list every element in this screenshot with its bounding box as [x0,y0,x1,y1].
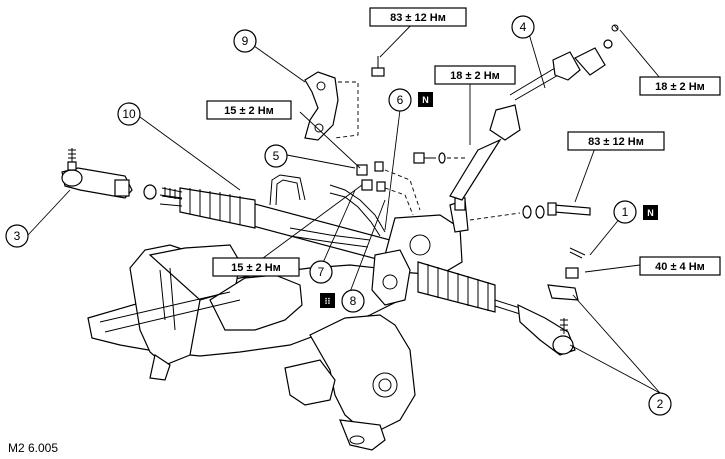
torque-label-15-lower: 15 ± 2 Нм [212,257,300,277]
callout-5: 5 [264,144,288,168]
svg-text:⁝⁝: ⁝⁝ [325,296,331,306]
clamp-bracket [304,71,359,141]
bolt-top [371,56,385,77]
svg-text:4: 4 [520,20,527,34]
svg-text:3: 3 [14,229,21,243]
torque-83-right-text: 83 ± 12 Нм [588,136,644,148]
torque-18-right-text: 18 ± 2 Нм [655,81,705,93]
torque-label-18-right: 18 ± 2 Нм [639,76,721,96]
callout-8: 8 [341,289,365,313]
left-tie-rod-end [61,148,183,200]
svg-text:9: 9 [242,34,249,48]
svg-text:10: 10 [122,107,136,121]
callout-1: 1 [613,200,637,224]
hose-nuts [356,161,421,216]
left-bellows [179,187,256,229]
callout-6: 6 [388,88,412,112]
callout-2: 2 [648,392,672,416]
right-tie-rod-end [517,303,576,356]
svg-text:N: N [647,208,654,218]
callout-4: 4 [511,15,535,39]
svg-text:2: 2 [657,397,664,411]
svg-text:8: 8 [350,294,357,308]
intermediate-shaft [449,24,619,201]
callout-9: 9 [233,29,257,53]
new-part-badge-6: N [418,92,433,107]
steering-rack [159,174,521,315]
svg-text:1: 1 [622,205,629,219]
svg-text:6: 6 [397,93,404,107]
torque-label-15-upper: 15 ± 2 Нм [206,100,292,120]
leader-lines [27,15,661,394]
bolt-83-right [469,202,591,221]
cotter-pin-and-nut [547,247,586,301]
svg-text:7: 7 [318,265,325,279]
torque-40-text: 40 ± 4 Нм [655,261,705,273]
torque-label-83-top: 83 ± 12 Нм [369,7,467,27]
callout-3: 3 [5,224,29,248]
right-bellows [417,261,496,313]
svg-text:5: 5 [273,149,280,163]
torque-label-18-center: 18 ± 2 Нм [434,65,516,85]
callout-7: 7 [309,260,333,284]
torque-15-upper-text: 15 ± 2 Нм [224,105,274,117]
figure-code: M2 6.005 [8,441,58,455]
bolt-18-small [413,152,465,164]
new-part-badge-1: N [643,205,658,220]
torque-18-center-text: 18 ± 2 Нм [450,70,500,82]
callout-10: 10 [117,102,141,126]
torque-label-83-right: 83 ± 12 Нм [567,131,665,151]
torque-15-lower-text: 15 ± 2 Нм [231,262,281,274]
grease-badge-8: ⁝⁝ [320,293,335,308]
torque-label-40: 40 ± 4 Нм [639,256,721,276]
svg-text:N: N [422,95,429,105]
torque-83-top-text: 83 ± 12 Нм [390,12,446,24]
